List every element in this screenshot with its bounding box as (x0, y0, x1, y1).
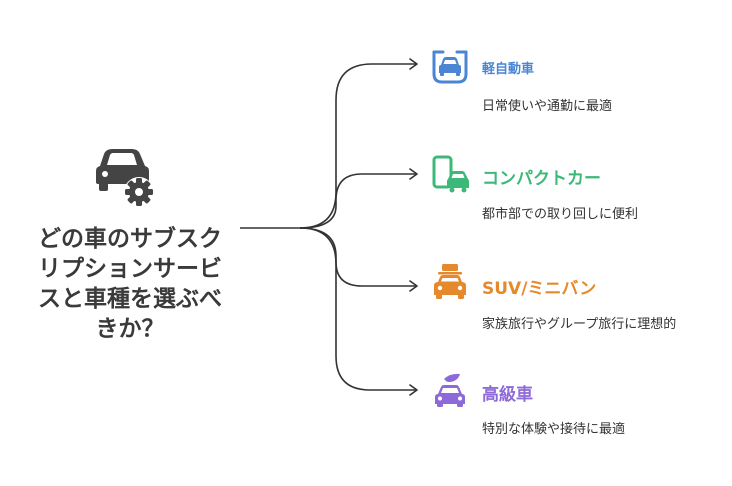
arrowhead-3 (409, 280, 418, 292)
branch-description-compact-car: 都市部での取り回しに便利 (482, 207, 639, 222)
arrowhead-1 (409, 58, 418, 70)
connector-branch-3 (299, 227, 416, 287)
compact-car-icon (432, 50, 468, 84)
central-question: どの車のサブスク リプションサービ スと車種を選ぶべ きか？ (18, 224, 242, 344)
arrowhead-2 (409, 168, 418, 180)
car-with-gear-icon (96, 149, 154, 207)
central-title-line: きか？ (95, 316, 165, 342)
branch-title-luxury-car: 高級車 (482, 385, 533, 405)
arrowhead-4 (409, 384, 418, 396)
branch-description-luxury-car: 特別な体験や接待に最適 (482, 422, 626, 437)
phone-car-icon (432, 155, 469, 193)
branch-title-kei-car: 軽自動車 (482, 62, 535, 77)
branch-title-suv-minivan: SUV/ミニバン (482, 279, 597, 299)
luxury-car-icon (435, 373, 465, 407)
central-title-line: リプションサービ (38, 256, 222, 282)
suv-roof-cargo-icon (434, 264, 466, 299)
branch-description-suv-minivan: 家族旅行やグループ旅行に理想的 (482, 317, 677, 332)
central-title-line: スと車種を選ぶべ (38, 286, 222, 312)
connector-branch-4 (299, 227, 416, 391)
connector-branch-2 (299, 173, 416, 229)
central-title-line: どの車のサブスク (38, 226, 222, 252)
branch-description-kei-car: 日常使いや通勤に最適 (482, 99, 613, 114)
connector-trunk (240, 63, 416, 229)
branch-title-compact-car: コンパクトカー (482, 169, 601, 189)
